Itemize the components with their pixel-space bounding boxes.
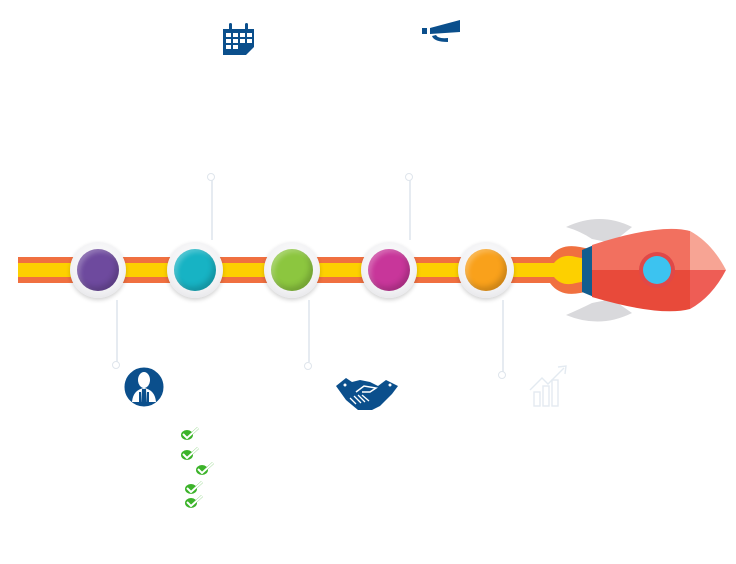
- milestone-node-4[interactable]: [361, 242, 417, 298]
- rocket-nose: [690, 231, 726, 270]
- connector-dot-3: [304, 362, 312, 370]
- telescope-icon: [422, 20, 460, 42]
- businessman-icon: [123, 366, 165, 408]
- checkmark-icon: [196, 462, 214, 475]
- growth-chart-icon: [529, 365, 567, 407]
- rocket-flame-inner: [520, 255, 586, 285]
- rocket-band: [582, 245, 594, 297]
- milestone-core-4: [368, 249, 410, 291]
- rocket-fin-bottom: [566, 299, 632, 322]
- connector-dot-5: [498, 371, 506, 379]
- rocket: [520, 219, 726, 322]
- rocket-window: [643, 256, 671, 284]
- milestone-core-1: [77, 249, 119, 291]
- rocket-fin-top: [566, 219, 632, 243]
- milestone-node-2[interactable]: [167, 242, 223, 298]
- milestone-node-3[interactable]: [264, 242, 320, 298]
- milestone-core-5: [465, 249, 507, 291]
- checkmark-icon: [185, 481, 203, 494]
- connector-dot-1: [112, 361, 120, 369]
- calendar-icon: [223, 23, 254, 55]
- checkmark-icon: [181, 427, 199, 440]
- connector-line-5: [502, 300, 504, 372]
- rocket-nose-bottom: [690, 270, 726, 309]
- milestone-node-1[interactable]: [70, 242, 126, 298]
- connector-dot-4: [405, 173, 413, 181]
- connector-line-3: [308, 300, 310, 362]
- handshake-icon: [336, 378, 398, 410]
- connector-line-1: [116, 300, 118, 362]
- milestone-core-3: [271, 249, 313, 291]
- milestone-node-5[interactable]: [458, 242, 514, 298]
- checkmark-icon: [185, 495, 203, 508]
- checkmark-icon: [181, 447, 199, 460]
- connector-line-4: [409, 178, 411, 240]
- connector-line-2: [211, 178, 213, 240]
- milestone-core-2: [174, 249, 216, 291]
- connector-dot-2: [207, 173, 215, 181]
